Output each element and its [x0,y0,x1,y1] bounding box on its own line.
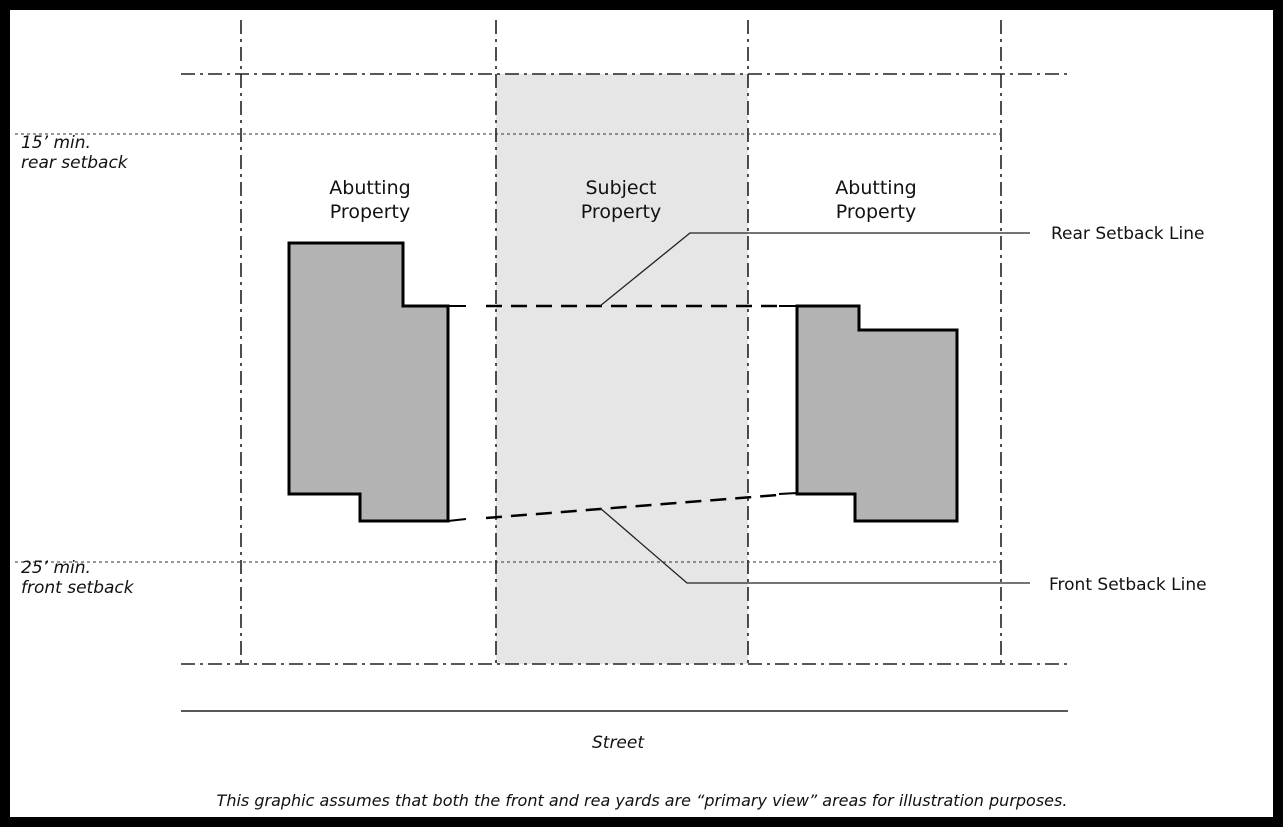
right-property-label-1: Abutting [835,177,916,199]
left-property-label-2: Property [330,201,410,223]
left-property-label-1: Abutting [329,177,410,199]
left-building [287,241,450,523]
subject-property-label-2: Property [581,201,661,223]
caption: This graphic assumes that both the front… [217,791,1068,810]
front-setback-leader [599,507,1030,584]
front-min-label-1: 25’ min. [21,558,91,578]
rear-setback-line-label: Rear Setback Line [1051,224,1204,244]
subject-property-area [496,74,748,664]
right-property-label-2: Property [836,201,916,223]
rear-setback-leader [599,232,1030,307]
front-setback-line-label: Front Setback Line [1049,575,1207,595]
street-label: Street [592,733,645,753]
right-building [795,304,959,523]
right-front-tick [778,492,798,495]
front-min-label-2: front setback [21,578,135,598]
rear-min-label-2: rear setback [21,153,129,173]
left-front-tick [447,518,467,522]
subject-property-label-1: Subject [585,177,656,199]
rear-min-label-1: 15’ min. [21,133,91,153]
